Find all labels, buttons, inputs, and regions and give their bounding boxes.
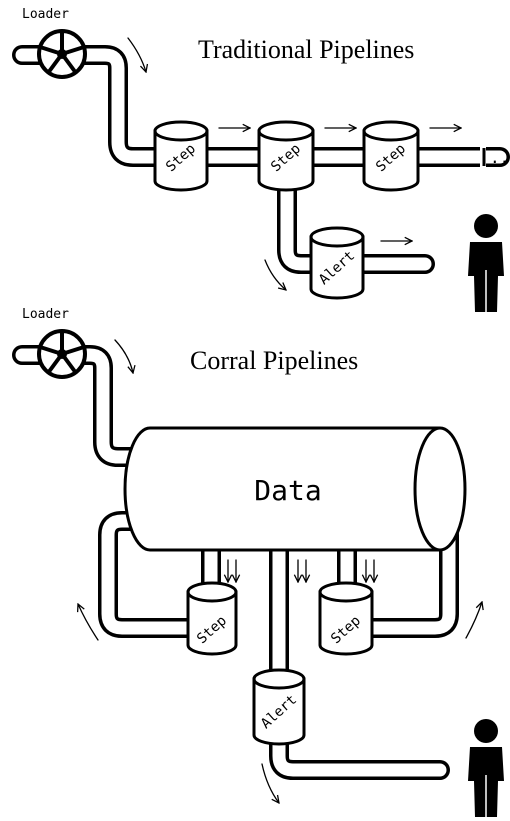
top-pipes	[12, 45, 510, 274]
data-tank: Data	[123, 426, 467, 552]
top-step-tank-1: Step	[153, 120, 209, 192]
bottom-loader-label: Loader	[22, 307, 69, 322]
traditional-pipelines-section: Loader Traditional Pipelines .... Ste	[12, 7, 510, 312]
bottom-flow-arrows	[78, 339, 482, 803]
top-title: Traditional Pipelines	[198, 35, 414, 64]
bottom-title: Corral Pipelines	[190, 346, 358, 375]
data-label: Data	[254, 474, 321, 507]
bottom-valve-icon	[37, 329, 87, 379]
bottom-person-icon	[468, 719, 504, 817]
corral-pipelines-section: Loader Corral Pipelines	[12, 307, 504, 817]
bottom-alert-tank: Alert	[252, 668, 306, 746]
top-ellipsis: ....	[490, 148, 510, 167]
top-step-tank-2: Step	[257, 120, 315, 192]
bottom-step-tank-2: Step	[318, 581, 374, 656]
top-loader-label: Loader	[22, 7, 69, 22]
bottom-step-tank-1: Step	[186, 581, 238, 656]
top-flow-arrows	[127, 37, 461, 290]
top-alert-tank: Alert	[309, 226, 365, 300]
top-step-tank-3: Step	[362, 120, 420, 192]
top-person-icon	[468, 214, 504, 312]
top-valve-icon	[37, 29, 87, 79]
